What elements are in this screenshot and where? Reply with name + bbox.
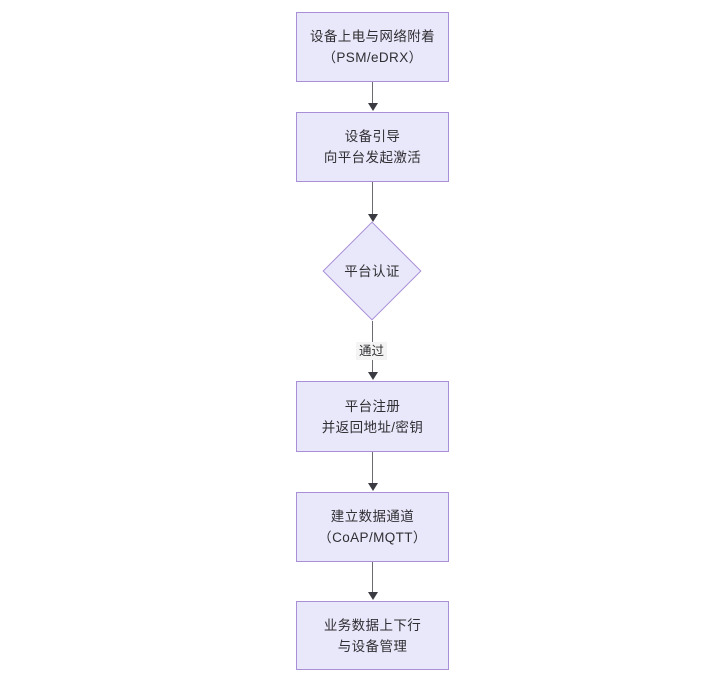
node-service-data-line-1: 业务数据上下行 [323,617,422,633]
node-power-on-line-2: （PSM/eDRX） [322,50,423,65]
arrowhead-platform-auth [367,214,378,222]
node-platform-auth[interactable]: 平台认证 [316,221,428,321]
node-platform-auth-label: 平台认证 [344,263,400,279]
arrowhead-platform-register [367,372,378,380]
node-bootstrap[interactable]: 设备引导 向平台发起激活 [296,112,449,182]
node-service-data[interactable]: 业务数据上下行 与设备管理 [296,601,449,670]
edge-data-channel-to-service-data [372,562,374,593]
edge-register-to-data-channel [372,452,374,484]
node-platform-register-line-1: 平台注册 [344,398,401,414]
node-data-channel-line-1: 建立数据通道 [330,509,415,524]
node-service-data-line-2: 与设备管理 [337,638,408,654]
edge-label-pass: 通过 [356,342,388,360]
edge-power-on-to-bootstrap [372,82,374,104]
edge-bootstrap-to-platform-auth [372,182,374,215]
node-data-channel[interactable]: 建立数据通道 （CoAP/MQTT） [296,492,449,562]
node-power-on-line-1: 设备上电与网络附着 [309,29,436,44]
node-data-channel-line-2: （CoAP/MQTT） [318,530,427,545]
node-bootstrap-line-2: 向平台发起激活 [323,150,422,165]
node-bootstrap-line-1: 设备引导 [344,129,401,144]
arrowhead-bootstrap [367,103,378,111]
node-platform-register[interactable]: 平台注册 并返回地址/密钥 [296,381,449,452]
arrowhead-data-channel [367,483,378,491]
node-platform-register-line-2: 并返回地址/密钥 [321,419,424,435]
arrowhead-service-data [367,592,378,600]
node-power-on[interactable]: 设备上电与网络附着 （PSM/eDRX） [296,12,449,82]
